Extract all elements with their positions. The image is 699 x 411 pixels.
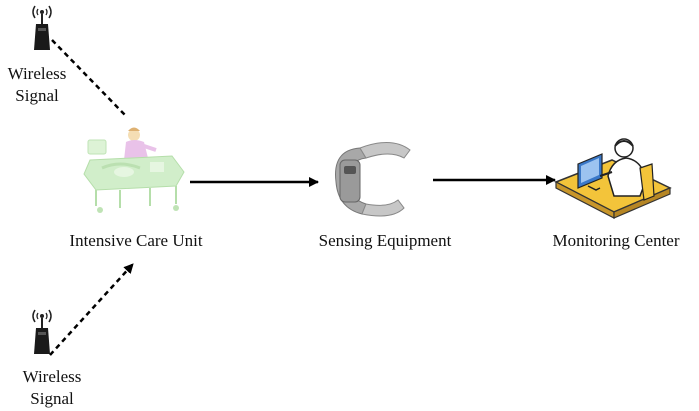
label-line: Signal [30,389,74,408]
monitoring-center-label: Monitoring Center [552,231,680,250]
signal-link-bottom [49,263,134,356]
wireless-signal-label-top: Wireless Signal [4,63,70,107]
label-line: Wireless [7,64,67,83]
monitoring-desk-icon [554,138,672,219]
icu-label: Intensive Care Unit [69,231,203,250]
sensing-equipment-label: Sensing Equipment [318,231,452,250]
wireless-signal-label-bottom: Wireless Signal [14,366,90,410]
icu-bed-icon [83,127,185,213]
label-line: Wireless [22,367,82,386]
wristband-icon [335,142,411,217]
label-line: Signal [15,86,59,105]
antenna-icon [32,309,52,354]
antenna-icon [32,5,52,50]
